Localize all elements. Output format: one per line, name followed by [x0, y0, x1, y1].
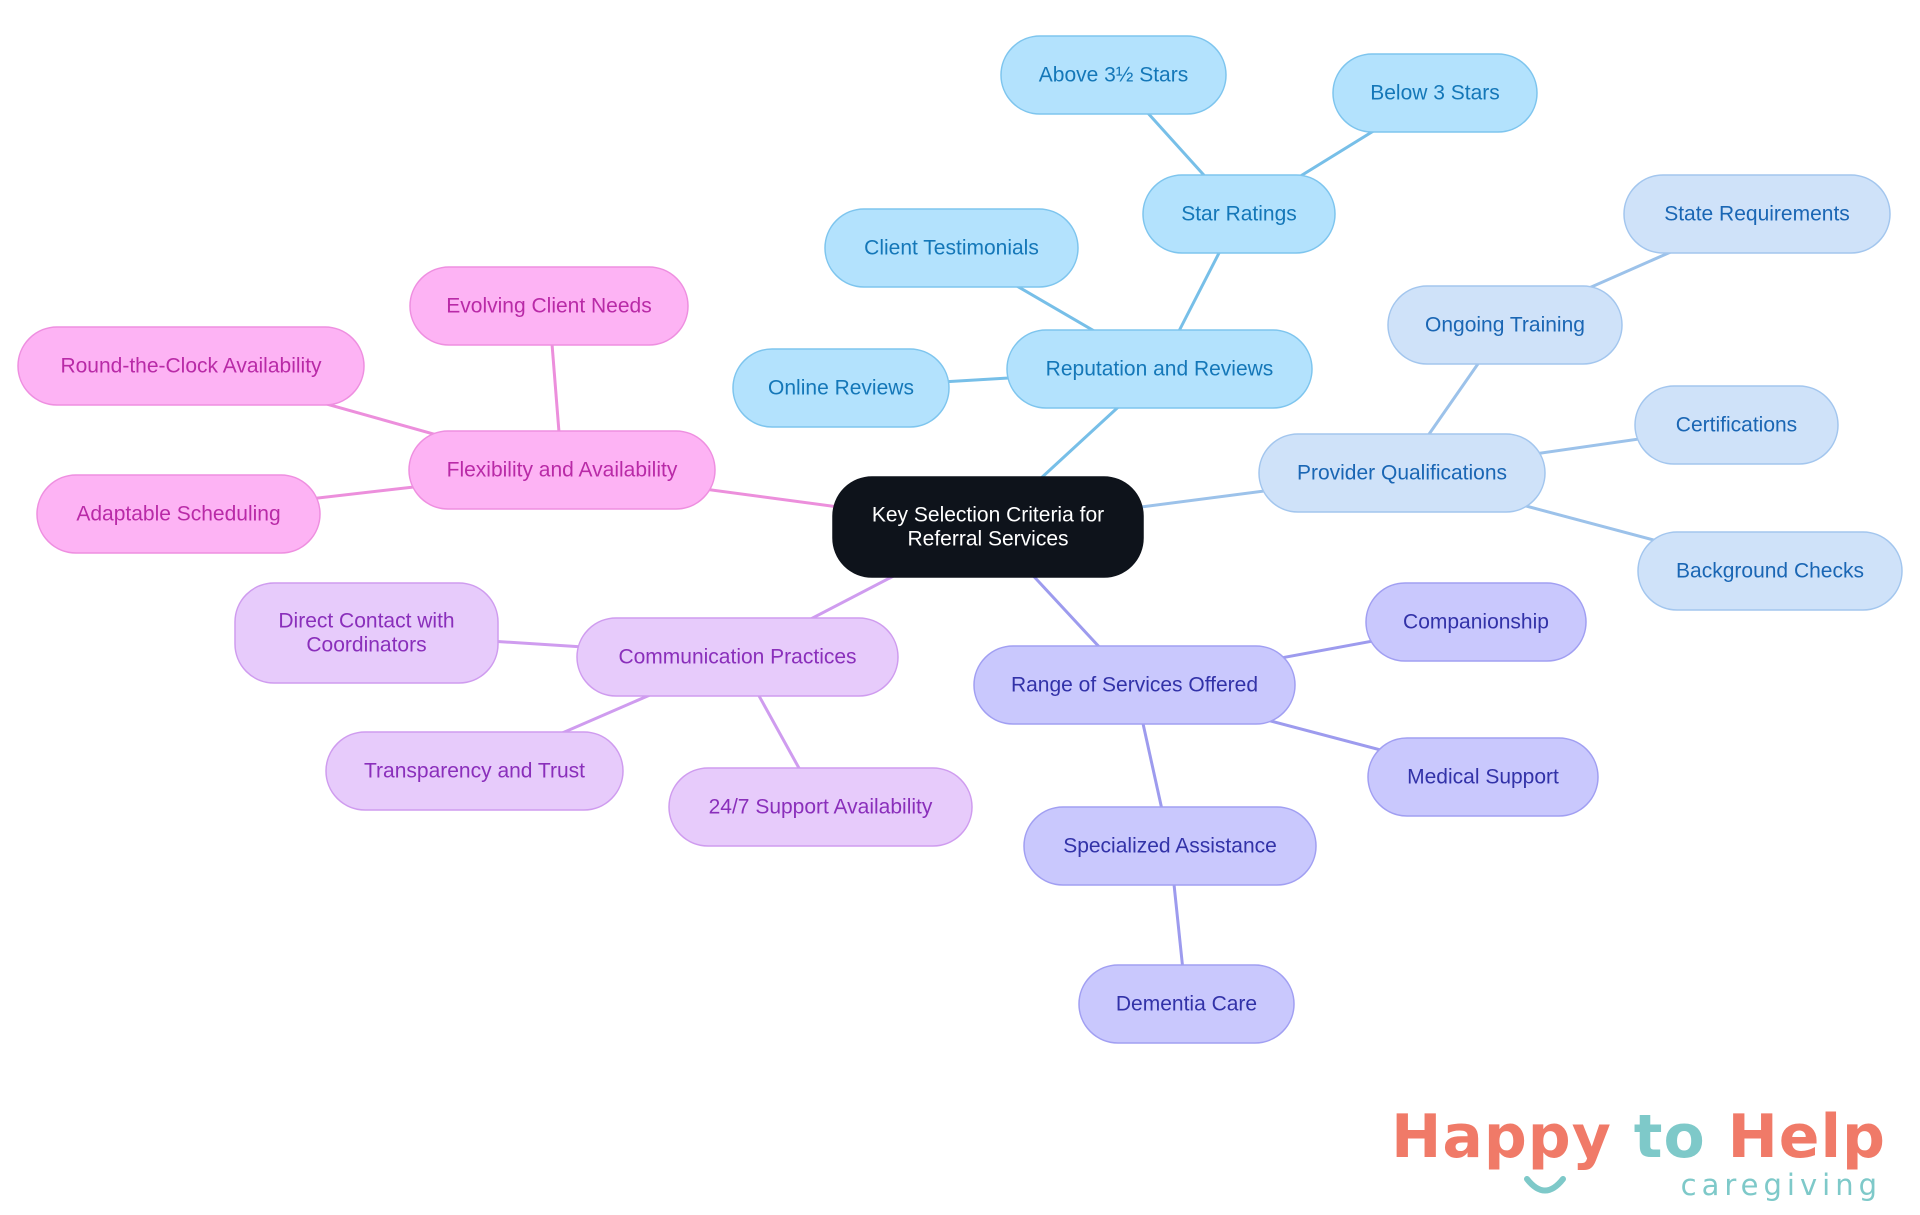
node-label-star-ratings: Star Ratings: [1181, 203, 1297, 226]
logo-word-happy: Happy: [1391, 1102, 1612, 1172]
node-label-support-247: 24/7 Support Availability: [709, 796, 933, 819]
logo-tagline: caregiving: [1680, 1168, 1882, 1202]
node-label-flexibility: Flexibility and Availability: [447, 459, 678, 482]
node-star-ratings: Star Ratings: [1142, 174, 1336, 254]
node-label-dementia: Dementia Care: [1116, 993, 1257, 1016]
node-specialized: Specialized Assistance: [1023, 806, 1317, 886]
node-label-online-reviews: Online Reviews: [768, 377, 914, 400]
node-label-certifications: Certifications: [1676, 414, 1797, 437]
node-label-transparency: Transparency and Trust: [364, 760, 585, 783]
node-certifications: Certifications: [1634, 385, 1839, 465]
node-state-req: State Requirements: [1623, 174, 1891, 254]
node-box-training: [1387, 285, 1623, 365]
node-medical: Medical Support: [1367, 737, 1599, 817]
node-box-qualifications: [1258, 433, 1546, 513]
node-below-3: Below 3 Stars: [1332, 53, 1538, 133]
node-box-support-247: [668, 767, 973, 847]
node-online-reviews: Online Reviews: [732, 348, 950, 428]
node-label-round-clock: Round-the-Clock Availability: [60, 355, 322, 378]
node-box-root: [832, 476, 1144, 578]
smile-icon: [1524, 1176, 1566, 1194]
node-label-root-line-1: Key Selection Criteria for: [872, 503, 1104, 526]
node-box-background: [1637, 531, 1903, 611]
node-label-direct-contact-line-2: Coordinators: [306, 634, 426, 657]
node-box-communication: [576, 617, 899, 697]
node-label-qualifications: Provider Qualifications: [1297, 462, 1507, 485]
node-box-flexibility: [408, 430, 716, 510]
node-training: Ongoing Training: [1387, 285, 1623, 365]
node-box-dementia: [1078, 964, 1295, 1044]
logo-word-to-text: to: [1633, 1102, 1706, 1172]
node-communication: Communication Practices: [576, 617, 899, 697]
node-box-online-reviews: [732, 348, 950, 428]
node-round-clock: Round-the-Clock Availability: [17, 326, 365, 406]
logo-wordmark: Happy to Help: [1391, 1104, 1886, 1170]
node-label-adaptable: Adaptable Scheduling: [76, 503, 280, 526]
node-box-reputation: [1006, 329, 1313, 409]
node-label-root-line-2: Referral Services: [907, 528, 1068, 551]
node-companionship: Companionship: [1365, 582, 1587, 662]
node-label-reputation: Reputation and Reviews: [1046, 358, 1274, 381]
node-box-medical: [1367, 737, 1599, 817]
node-dementia: Dementia Care: [1078, 964, 1295, 1044]
node-services: Range of Services Offered: [973, 645, 1296, 725]
logo-word-help: Help: [1727, 1102, 1886, 1172]
node-box-evolving: [409, 266, 689, 346]
node-transparency: Transparency and Trust: [325, 731, 624, 811]
node-box-below-3: [1332, 53, 1538, 133]
node-above-3-5: Above 3½ Stars: [1000, 35, 1227, 115]
node-box-state-req: [1623, 174, 1891, 254]
node-box-above-3-5: [1000, 35, 1227, 115]
happy-to-help-logo: Happy to Help caregiving: [1391, 1104, 1886, 1202]
logo-word-to: to: [1612, 1102, 1728, 1172]
node-qualifications: Provider Qualifications: [1258, 433, 1546, 513]
node-testimonials: Client Testimonials: [824, 208, 1079, 288]
node-label-below-3: Below 3 Stars: [1370, 82, 1500, 105]
node-background: Background Checks: [1637, 531, 1903, 611]
node-evolving: Evolving Client Needs: [409, 266, 689, 346]
node-label-specialized: Specialized Assistance: [1063, 835, 1277, 858]
node-reputation: Reputation and Reviews: [1006, 329, 1313, 409]
node-box-transparency: [325, 731, 624, 811]
node-box-companionship: [1365, 582, 1587, 662]
node-label-medical: Medical Support: [1407, 766, 1559, 789]
node-flexibility: Flexibility and Availability: [408, 430, 716, 510]
node-adaptable: Adaptable Scheduling: [36, 474, 321, 554]
node-box-adaptable: [36, 474, 321, 554]
node-label-background: Background Checks: [1676, 560, 1864, 583]
node-box-star-ratings: [1142, 174, 1336, 254]
node-box-services: [973, 645, 1296, 725]
node-label-communication: Communication Practices: [618, 646, 856, 669]
node-box-certifications: [1634, 385, 1839, 465]
node-box-round-clock: [17, 326, 365, 406]
node-label-state-req: State Requirements: [1664, 203, 1850, 226]
node-support-247: 24/7 Support Availability: [668, 767, 973, 847]
node-box-direct-contact: [234, 582, 499, 684]
node-box-testimonials: [824, 208, 1079, 288]
node-label-above-3-5: Above 3½ Stars: [1039, 64, 1188, 87]
node-label-testimonials: Client Testimonials: [864, 237, 1039, 260]
node-label-companionship: Companionship: [1403, 611, 1549, 634]
node-label-direct-contact-line-1: Direct Contact with: [278, 609, 454, 632]
node-label-training: Ongoing Training: [1425, 314, 1585, 337]
node-box-specialized: [1023, 806, 1317, 886]
node-label-evolving: Evolving Client Needs: [446, 295, 651, 318]
node-label-services: Range of Services Offered: [1011, 674, 1258, 697]
